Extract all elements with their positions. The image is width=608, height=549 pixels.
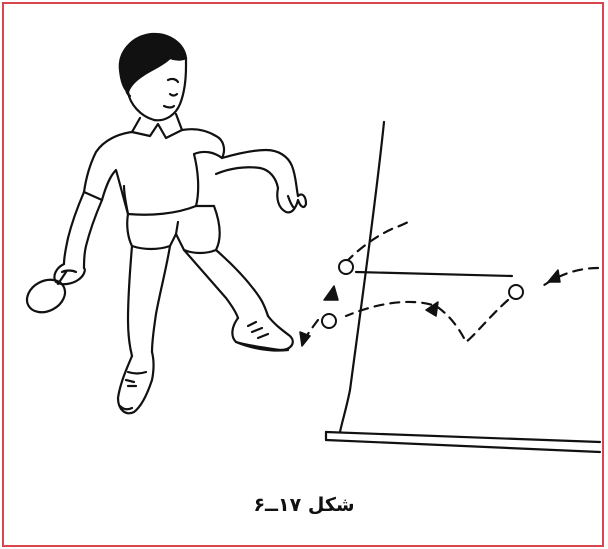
trajectory-down-left [300, 318, 320, 346]
player-right-arm [62, 190, 86, 266]
trajectory-incoming [538, 266, 600, 290]
table-net [354, 270, 514, 278]
player-back-leg [126, 244, 134, 358]
arrow-bounce [425, 301, 439, 317]
balls [321, 259, 524, 329]
figure-caption: شکل ۱۷ــ۶ [253, 494, 355, 516]
ball-at-net [338, 259, 354, 275]
trajectory-return [344, 220, 410, 264]
player-collar [130, 112, 184, 140]
table-left-edge [338, 120, 386, 434]
racket [25, 278, 67, 314]
arrow-down [299, 331, 311, 347]
player-left-arm [220, 148, 300, 198]
table-bottom-thickness [324, 438, 602, 454]
arrow-incoming [547, 269, 561, 283]
player-back-shoe [116, 350, 155, 415]
arrow-up [323, 285, 339, 301]
trajectory-arrows [299, 269, 561, 347]
player-left-hand [276, 186, 308, 214]
player-shorts [126, 204, 221, 255]
ball-return [321, 313, 337, 329]
player-right-hand [53, 262, 86, 286]
table-bottom-edge [324, 430, 602, 444]
ball-trajectory [300, 220, 600, 346]
player-shirt [82, 128, 226, 216]
player-head [126, 56, 188, 122]
player-front-leg [182, 248, 240, 320]
player-figure [25, 32, 308, 415]
table [324, 120, 602, 454]
ball-incoming [508, 284, 524, 300]
player-ear [125, 82, 134, 98]
racket-handle [56, 270, 68, 286]
trajectory-bounce [344, 298, 510, 344]
